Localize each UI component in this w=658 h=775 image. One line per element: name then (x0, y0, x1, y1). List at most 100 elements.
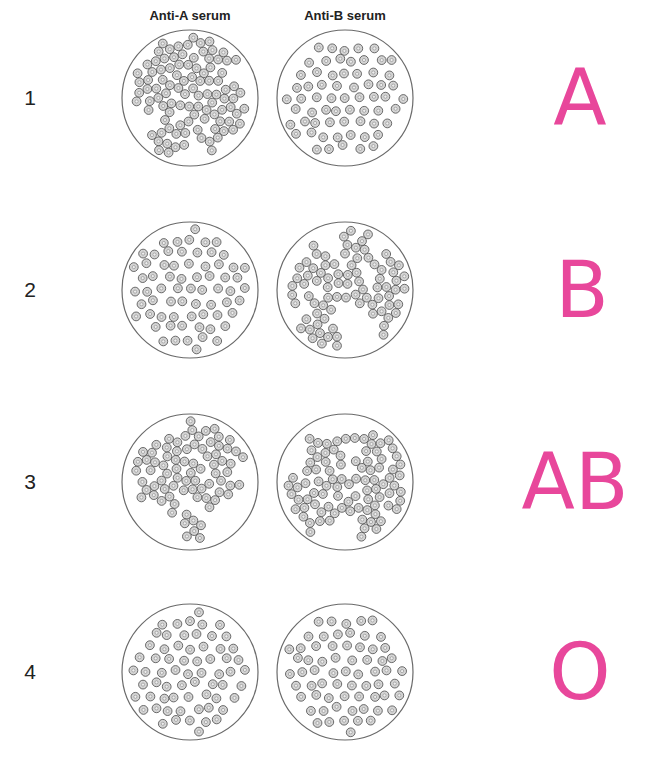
red-cell-center (344, 437, 347, 440)
red-cell-center (327, 148, 330, 151)
red-cell-center (394, 288, 397, 291)
red-cell (305, 58, 314, 67)
red-cell-center (325, 442, 328, 445)
red-cell (201, 262, 210, 271)
red-cell (284, 481, 293, 490)
red-cell-center (344, 296, 347, 299)
red-cell-center (315, 96, 318, 99)
red-cell (159, 461, 168, 470)
red-cell (385, 489, 394, 498)
red-cell-center (163, 487, 166, 490)
red-cell-center (380, 268, 383, 271)
red-cell (205, 37, 214, 46)
red-cell-center (313, 302, 316, 305)
red-cell (220, 94, 229, 103)
red-cell (180, 631, 189, 640)
column-header: Anti-B serum (304, 8, 386, 23)
red-cell (197, 669, 206, 678)
red-cell-center (194, 302, 197, 305)
red-cell-center (205, 108, 208, 111)
red-cell (346, 105, 355, 114)
red-cell (207, 248, 216, 257)
red-cell-center (325, 484, 328, 487)
red-cell-center (208, 57, 211, 60)
red-cell-center (134, 290, 137, 293)
red-cell (329, 324, 338, 333)
red-cell-center (189, 287, 192, 290)
red-cell (212, 450, 221, 459)
red-cell-center (153, 461, 156, 464)
red-cell (322, 105, 331, 114)
red-cell (206, 325, 215, 334)
red-cell (395, 691, 404, 700)
red-cell-center (322, 136, 325, 139)
red-cell (379, 330, 388, 339)
red-cell-center (355, 477, 358, 480)
red-cell-center (298, 266, 301, 269)
red-cell-center (374, 513, 377, 516)
red-cell-center (291, 476, 294, 479)
red-cell (294, 654, 303, 663)
red-cell-center (294, 132, 297, 135)
red-cell-center (218, 491, 221, 494)
column-header: Anti-A serum (149, 8, 230, 23)
red-cell-center (390, 657, 393, 660)
red-cell (135, 78, 144, 87)
red-cell (369, 309, 378, 318)
red-cell (178, 50, 187, 59)
red-cell-center (309, 461, 312, 464)
red-cell-center (183, 143, 186, 146)
red-cell-center (218, 673, 221, 676)
serum-well (122, 414, 258, 550)
red-cell-center (308, 61, 311, 64)
red-cell (356, 117, 365, 126)
red-cell (293, 483, 302, 492)
red-cell (343, 241, 352, 250)
red-cell-center (141, 277, 144, 280)
red-cell-center (311, 337, 314, 340)
red-cell (304, 292, 313, 301)
red-cell-center (371, 648, 374, 651)
red-cell-center (208, 79, 211, 82)
red-cell (180, 457, 189, 466)
red-cell-center (398, 694, 401, 697)
red-cell (391, 104, 400, 113)
red-cell-center (339, 57, 342, 60)
red-cell-center (213, 113, 216, 116)
red-cell (329, 669, 338, 678)
row-number: 4 (24, 660, 36, 684)
red-cell-center (192, 56, 195, 59)
red-cell (288, 282, 297, 291)
red-cell-center (315, 645, 318, 648)
red-cell-center (172, 315, 175, 318)
red-cell (225, 117, 234, 126)
red-cell-center (331, 47, 334, 50)
red-cell (301, 117, 310, 126)
red-cell (303, 271, 312, 280)
red-cell (180, 141, 189, 150)
red-cell-center (335, 84, 338, 87)
red-cell-center (168, 275, 171, 278)
red-cell (188, 485, 197, 494)
red-cell-center (316, 312, 319, 315)
red-cell (205, 272, 214, 281)
red-cell (165, 655, 174, 664)
red-cell (218, 681, 227, 690)
red-cell-center (321, 682, 324, 685)
red-cell-center (198, 536, 201, 539)
red-cell-center (385, 252, 388, 255)
red-cell (375, 274, 384, 283)
red-cell-center (135, 469, 138, 472)
red-cell-center (324, 255, 327, 258)
red-cell (396, 487, 405, 496)
red-cell (394, 300, 403, 309)
red-cell-center (132, 669, 135, 672)
red-cell-center (305, 318, 308, 321)
red-cell-center (380, 310, 383, 313)
red-cell (187, 284, 196, 293)
blood-type-answer: A (553, 59, 606, 137)
red-cell (150, 250, 159, 259)
red-cell-center (390, 58, 393, 61)
red-cell (325, 466, 334, 475)
red-cell (296, 644, 305, 653)
